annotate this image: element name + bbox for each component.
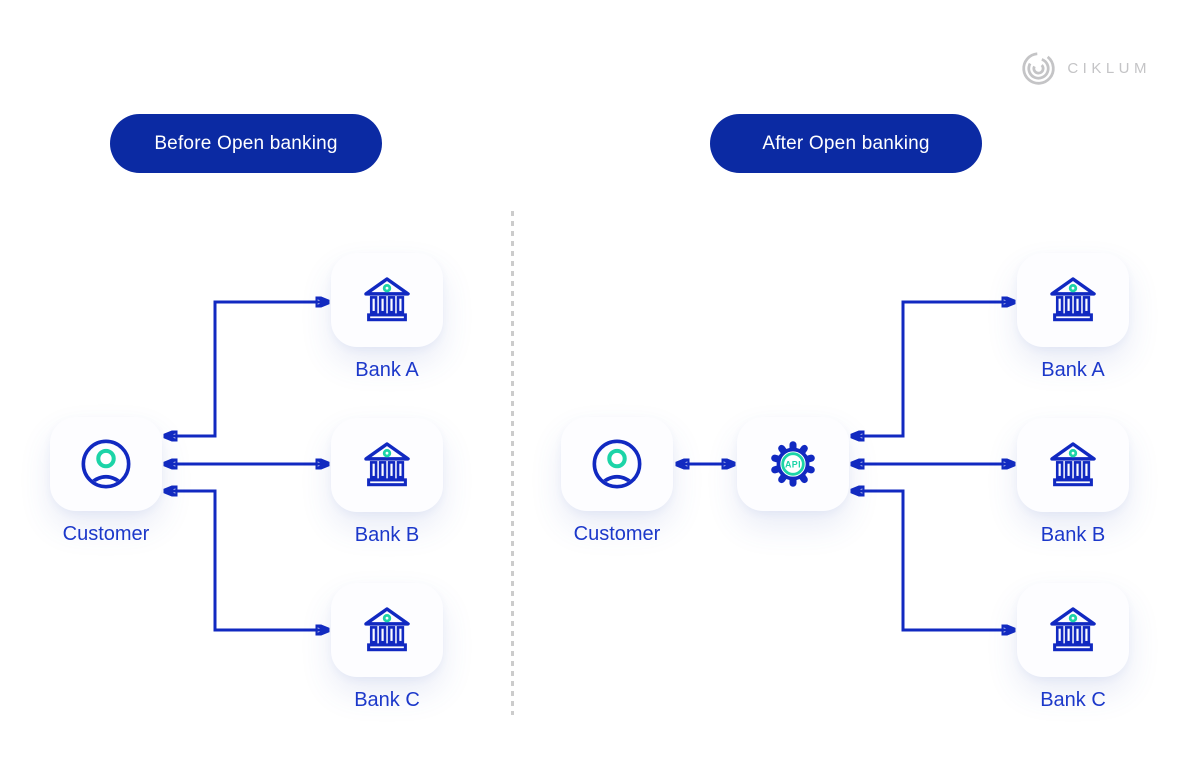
after-bankB-label: Bank B [1040, 524, 1106, 546]
before-customer-label: Customer [62, 523, 150, 545]
after-bankB-card [1017, 418, 1129, 512]
before-bankB-card [331, 418, 443, 512]
after-open-banking-header: After Open banking [710, 114, 982, 173]
brand-logo: CIKLUM [1020, 50, 1151, 87]
after-customer-label: Customer [573, 523, 661, 545]
after-bankA-label: Bank A [1041, 359, 1105, 381]
after-customer-card [561, 417, 673, 511]
before-header-label: Before Open banking [154, 132, 338, 154]
after-header-label: After Open banking [762, 132, 930, 154]
connector-before-customer-bankA [165, 302, 328, 436]
api-gear-icon: API [771, 441, 815, 487]
api-gateway-card: API [737, 417, 849, 511]
connector-after-api-bankA [852, 302, 1014, 436]
connector-after-api-bankC [852, 491, 1014, 630]
before-open-banking-header: Before Open banking [110, 114, 382, 173]
before-bankC-card [331, 583, 443, 677]
before-bankB-label: Bank B [354, 524, 420, 546]
ciklum-logo-icon [1022, 52, 1055, 85]
person-icon [81, 439, 131, 489]
after-bankA-card [1017, 253, 1129, 347]
before-bankA-card [331, 253, 443, 347]
bank-icon [364, 277, 410, 322]
panel-divider [511, 211, 514, 715]
bank-icon [1050, 277, 1096, 322]
bank-icon [364, 442, 410, 487]
after-bankC-label: Bank C [1040, 689, 1106, 711]
bank-icon [1050, 442, 1096, 487]
brand-name: CIKLUM [1067, 60, 1151, 77]
person-icon [592, 439, 642, 489]
bank-icon [1050, 607, 1096, 652]
connector-before-customer-bankC [165, 491, 328, 630]
before-customer-card [50, 417, 162, 511]
bank-icon [364, 607, 410, 652]
before-bankC-label: Bank C [354, 689, 420, 711]
after-bankC-card [1017, 583, 1129, 677]
api-label: API [785, 459, 801, 469]
before-bankA-label: Bank A [355, 359, 419, 381]
